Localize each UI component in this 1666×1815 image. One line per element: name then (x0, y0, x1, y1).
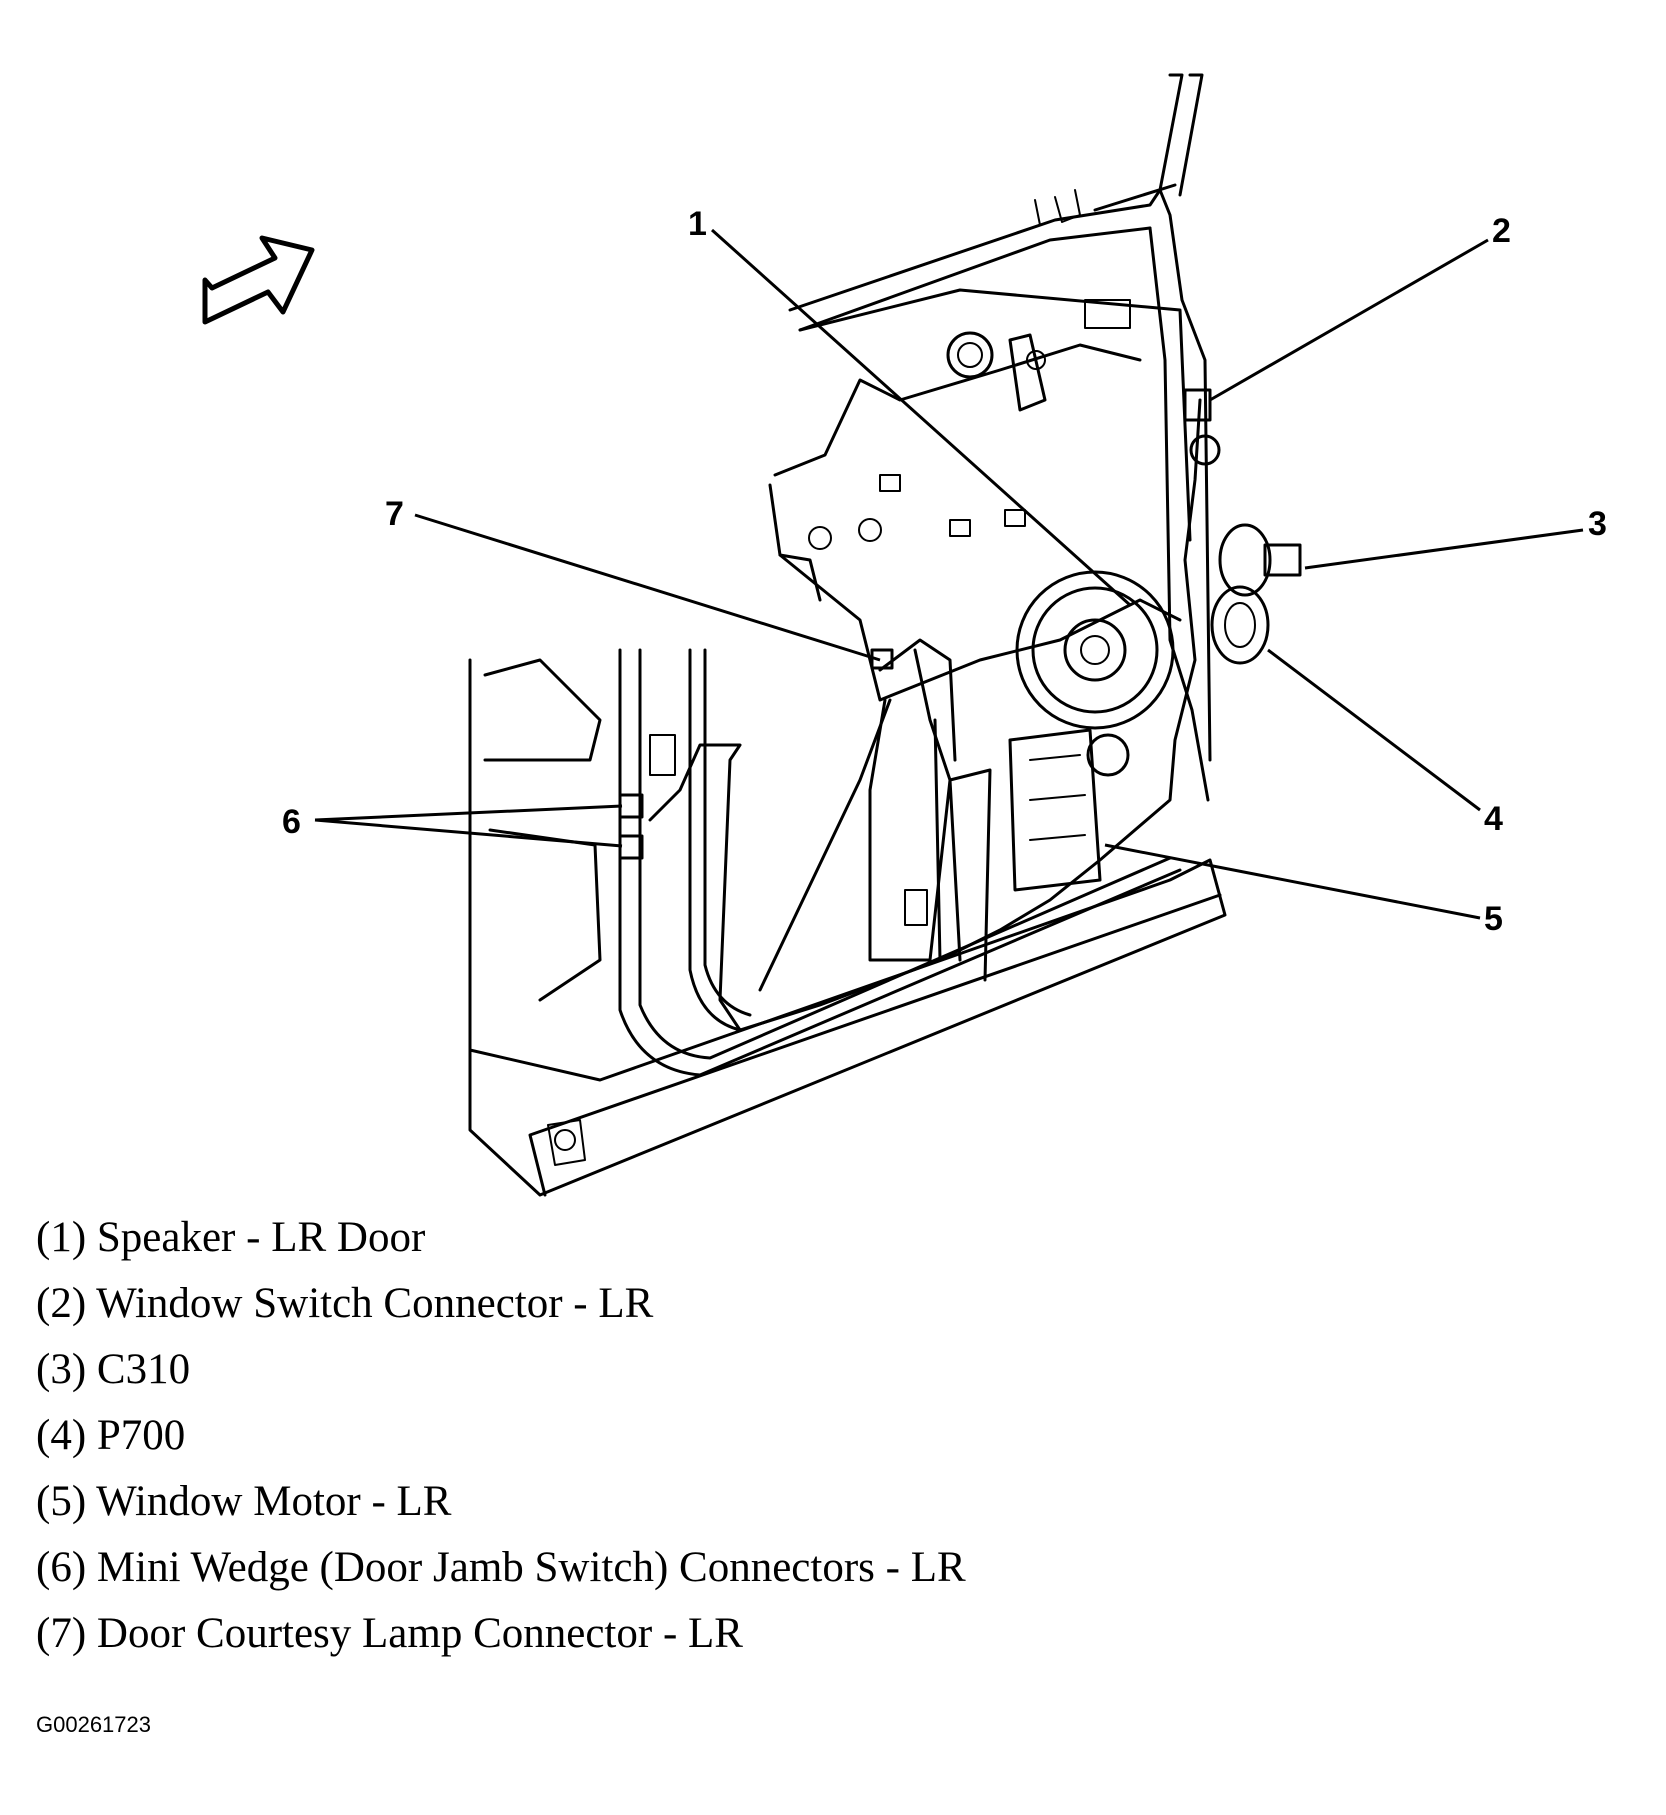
callout-5: 5 (1484, 900, 1503, 938)
figure-code: G00261723 (36, 1712, 151, 1737)
callout-numbers: 1 2 3 4 5 6 7 (282, 205, 1607, 938)
door-wiring-diagram: 1 2 3 4 5 6 7 (202, 73, 1607, 1197)
callout-6: 6 (282, 803, 301, 841)
legend-item: (3) C310 (36, 1346, 191, 1393)
callout-2: 2 (1492, 212, 1511, 250)
callout-3: 3 (1588, 505, 1607, 543)
legend-item: (2) Window Switch Connector - LR (36, 1280, 654, 1327)
callout-1: 1 (688, 205, 707, 243)
direction-arrow-icon (202, 235, 315, 325)
legend-item: (6) Mini Wedge (Door Jamb Switch) Connec… (36, 1544, 966, 1591)
callout-leaders (314, 228, 1584, 920)
legend-item: (1) Speaker - LR Door (36, 1214, 426, 1261)
rear-door-panel-drawing (468, 73, 1302, 1197)
legend-item: (4) P700 (36, 1412, 186, 1459)
legend-item: (7) Door Courtesy Lamp Connector - LR (36, 1610, 743, 1657)
legend-item: (5) Window Motor - LR (36, 1478, 452, 1525)
callout-4: 4 (1484, 800, 1503, 838)
component-legend: (1) Speaker - LR Door (2) Window Switch … (36, 1205, 1536, 1667)
callout-7: 7 (385, 495, 404, 533)
